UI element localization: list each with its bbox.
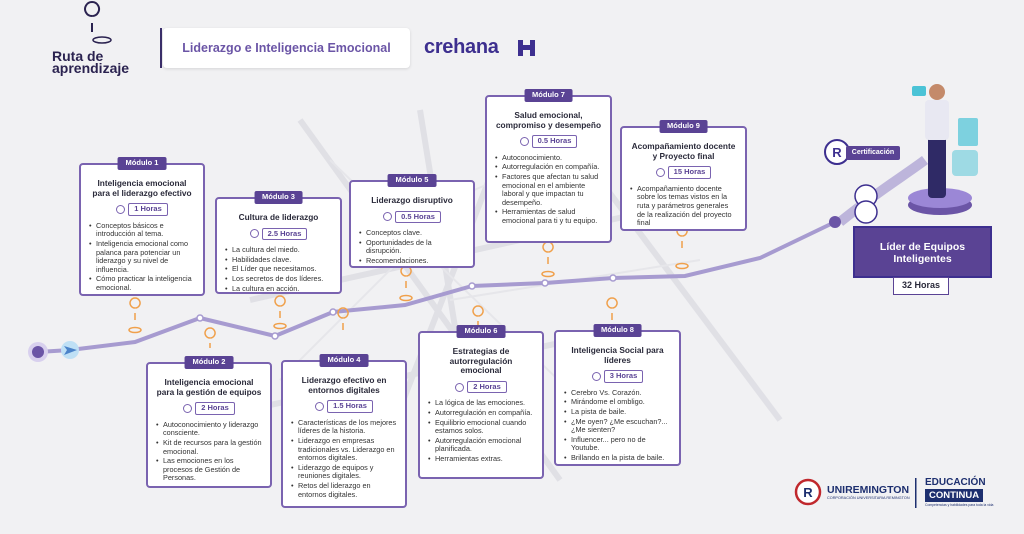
module-item: Autorregulación en compañía.: [428, 408, 534, 418]
module-item: La cultura en acción.: [225, 284, 332, 294]
module-title: Inteligencia emocional para la gestión d…: [156, 377, 262, 397]
module-item: Los secretos de dos líderes.: [225, 274, 332, 284]
logo-line1: Ruta de: [52, 48, 104, 64]
module-card-2[interactable]: Módulo 2 Inteligencia emocional para la …: [146, 356, 272, 488]
module-item: Brillando en la pista de baile.: [564, 453, 671, 463]
module-hours: 0.5 Horas: [531, 135, 578, 148]
module-item: Características de los mejores líderes d…: [291, 418, 397, 436]
clock-icon: [383, 212, 393, 222]
module-title: Liderazgo efectivo en entornos digitales: [301, 375, 387, 395]
module-item: Liderazgo de equipos y reuniones digital…: [291, 463, 397, 481]
module-item: Herramientas extras.: [428, 454, 534, 464]
module-card-6[interactable]: Módulo 6 Estrategias de autorregulación …: [418, 325, 544, 479]
module-tag: Módulo 2: [184, 356, 234, 369]
module-item: Autoconocimiento y liderazgo consciente.: [156, 420, 262, 438]
module-item: Kit de recursos para la gestión emociona…: [156, 438, 262, 456]
module-card-4[interactable]: Módulo 4 Liderazgo efectivo en entornos …: [281, 354, 407, 508]
module-hours: 2.5 Horas: [261, 227, 308, 241]
crehana-logo: crehana: [424, 36, 499, 58]
clock-icon: [455, 382, 465, 392]
clock-icon: [116, 204, 126, 214]
route-path: [37, 220, 836, 354]
module-hours: 1.5 Horas: [327, 400, 373, 413]
clock-icon: [591, 371, 601, 381]
module-card-9[interactable]: Módulo 9 Acompañamiento docente y Proyec…: [620, 120, 747, 231]
module-card-5[interactable]: Módulo 5 Liderazgo disruptivo 0.5 Horas …: [349, 174, 475, 268]
certification-badge: Certificación: [846, 146, 900, 160]
module-hours: 2 Horas: [467, 380, 507, 394]
module-item: Influencer... pero no de Youtube.: [564, 435, 671, 453]
module-item: Herramientas de salud emocional para ti …: [495, 207, 602, 225]
module-item: Autorregulación emocional planificada.: [428, 436, 534, 454]
clock-icon: [655, 167, 665, 177]
module-card-1[interactable]: Módulo 1 Inteligencia emocional para el …: [79, 157, 205, 296]
total-hours: 32 Horas: [893, 277, 949, 295]
clock-icon: [183, 403, 193, 413]
uniremington-logo: UNIREMINGTON: [827, 484, 910, 496]
clock-icon: [315, 401, 325, 411]
module-title: Liderazgo disruptivo: [371, 195, 453, 205]
module-hours: 2 Horas: [195, 402, 235, 415]
module-item: Conceptos básicos e introducción al tema…: [89, 221, 195, 239]
course-title: Liderazgo e Inteligencia Emocional: [163, 28, 410, 68]
module-tag: Módulo 9: [659, 120, 708, 133]
module-item: Factores que afectan tu salud emocional …: [495, 172, 602, 207]
module-item: Cómo practicar la inteligencia emocional…: [89, 274, 195, 292]
module-item: Cerebro Vs. Corazón.: [564, 388, 671, 398]
module-item: ¿Me oyen? ¿Me escuchan?... ¿Me sienten?: [564, 417, 671, 435]
module-title: Cultura de liderazgo: [238, 212, 319, 222]
educacion-tagline: Competencias y habilidades para toda la …: [925, 503, 994, 507]
logo-line2: aprendizaje: [52, 60, 130, 76]
module-item: Retos del liderazgo en entornos digitale…: [291, 481, 397, 499]
module-card-3[interactable]: Módulo 3 Cultura de liderazgo 2.5 Horas …: [215, 191, 342, 294]
module-hours: 15 Horas: [667, 166, 712, 179]
module-item: Oportunidades de la disrupción.: [359, 238, 465, 256]
header-divider: [160, 28, 162, 68]
educacion-label: EDUCACIÓN: [925, 477, 986, 488]
module-item: Equilibrio emocional cuando estamos solo…: [428, 418, 534, 436]
module-tag: Módulo 4: [319, 354, 369, 367]
svg-text:R: R: [832, 145, 842, 160]
module-card-7[interactable]: Módulo 7 Salud emocional, compromiso y d…: [485, 89, 612, 243]
uniremington-subtitle: CORPORACIÓN UNIVERSITARIA REMINGTON: [827, 496, 910, 500]
module-card-8[interactable]: Módulo 8 Inteligencia Social para lídere…: [554, 324, 681, 466]
module-title: Acompañamiento docente y Proyecto final: [631, 141, 736, 161]
clock-icon: [519, 136, 529, 146]
module-item: Recomendaciones.: [359, 256, 465, 266]
module-item: La pista de baile.: [564, 407, 671, 417]
module-title: Inteligencia emocional para el liderazgo…: [92, 178, 192, 198]
module-item: Autoconocimiento.: [495, 153, 602, 163]
continua-label: CONTINUA: [925, 489, 984, 502]
final-title: Líder de Equipos Inteligentes: [853, 226, 992, 278]
module-hours: 0.5 Horas: [395, 210, 441, 224]
module-item: Habilidades clave.: [225, 255, 332, 265]
module-item: La cultura del miedo.: [225, 246, 332, 255]
module-tag: Módulo 1: [117, 157, 167, 170]
module-item: La lógica de las emociones.: [428, 399, 534, 408]
module-item: El Líder que necesitamos.: [225, 265, 332, 274]
module-tag: Módulo 3: [254, 191, 303, 204]
module-item: Liderazgo en empresas tradicionales vs. …: [291, 436, 397, 463]
module-hours: 3 Horas: [603, 370, 644, 383]
route-logo: Ruta de aprendizaje: [52, 48, 130, 76]
svg-text:R: R: [803, 485, 813, 500]
module-title: Estrategias de autorregulación emocional: [449, 346, 513, 376]
module-item: Autorregulación en compañía.: [495, 163, 602, 172]
module-item: Mirándome el ombligo.: [564, 398, 671, 407]
module-item: Inteligencia emocional como palanca para…: [89, 239, 195, 274]
module-title: Salud emocional, compromiso y desempeño: [495, 110, 602, 130]
clock-icon: [249, 229, 259, 239]
module-tag: Módulo 8: [593, 324, 642, 337]
module-tag: Módulo 5: [387, 174, 437, 187]
module-item: Las emociones en los procesos de Gestión…: [156, 456, 262, 483]
module-hours: 1 Horas: [128, 203, 168, 216]
module-tag: Módulo 7: [524, 89, 573, 102]
module-title: Inteligencia Social para líderes: [571, 345, 664, 365]
module-item: Conceptos clave.: [359, 229, 465, 238]
module-item: Acompañamiento docente sobre los temas v…: [630, 184, 737, 228]
module-tag: Módulo 6: [456, 325, 506, 338]
